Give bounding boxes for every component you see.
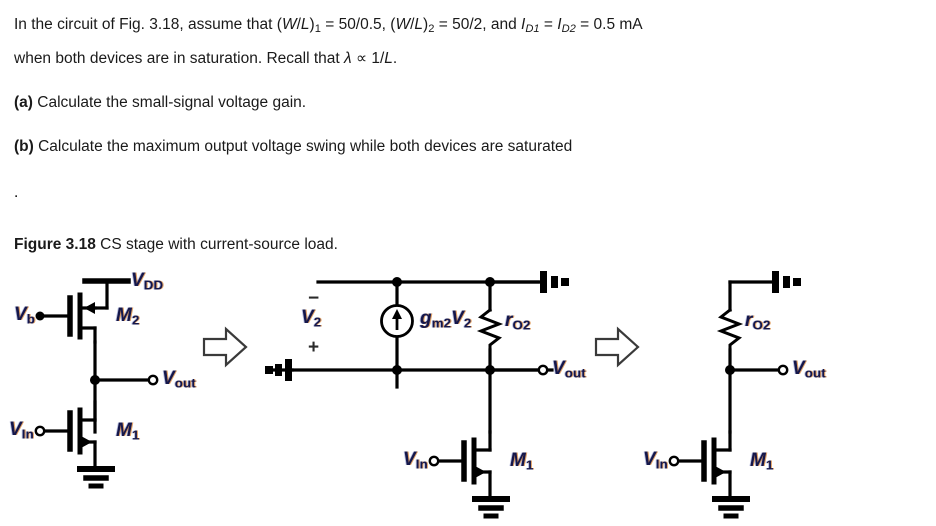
ro2-resistor-zigzag-c3: [716, 307, 744, 352]
label-ro2-c2: rO2: [505, 310, 531, 333]
m1-source-arrow: [81, 436, 92, 448]
label-m1-c2: M1: [510, 450, 534, 473]
label-m1-c3: M1: [750, 450, 774, 473]
w-over-l-2-slash: /: [410, 16, 415, 33]
top-node-dot-right: [485, 277, 495, 287]
lambda-symbol: λ: [344, 50, 352, 67]
label-vin-c2: VIn: [403, 449, 428, 472]
part-a-label: (a): [14, 94, 33, 111]
problem-line1-equals: =: [539, 16, 558, 33]
current-id1-symbol: I: [521, 16, 526, 33]
v2-plus-sign: +: [308, 337, 320, 358]
circuit-3-svg: [668, 271, 801, 519]
label-vin-c1: VIn: [9, 419, 34, 442]
w-over-l-1-subscript: 1: [314, 23, 321, 36]
bottom-node-dot-left: [392, 365, 402, 375]
output-node-dot-c3: [725, 365, 735, 375]
transform-arrow-2: [594, 326, 640, 368]
vb-terminal-dot: [35, 311, 45, 321]
right-arrow-icon-2: [594, 326, 640, 368]
vout-terminal-open-c3: [777, 364, 789, 376]
output-node-dot: [90, 375, 100, 385]
label-vb: Vb: [14, 304, 36, 327]
problem-line-2: when both devices are in saturation. Rec…: [14, 42, 924, 76]
vin-terminal-open-c2: [428, 455, 440, 467]
w-over-l-2-w: W: [395, 16, 411, 33]
bottom-node-dot-right: [485, 365, 495, 375]
vout-terminal-open-c2: [537, 364, 549, 376]
current-id1-subscript: D1: [525, 23, 540, 36]
problem-line1-part-a: In the circuit of Fig. 3.18, assume that…: [14, 16, 282, 33]
part-b-label: (b): [14, 138, 34, 155]
figure-caption-text: CS stage with current-source load.: [95, 236, 338, 253]
circuit-1-svg: [34, 278, 159, 489]
circuit-simplified-model: rO2 Vout VIn M1: [632, 262, 936, 521]
w-over-l-2-l: L: [414, 16, 424, 33]
m2-source-arrow: [84, 302, 95, 314]
w-over-l-1-slash: /: [296, 16, 301, 33]
stray-period-line: .: [14, 184, 19, 201]
w-over-l-1-w: W: [281, 16, 297, 33]
vin-terminal-open-c3: [668, 455, 680, 467]
transform-arrow-1: [202, 326, 248, 368]
w-over-l-1-paren: ): [309, 16, 315, 33]
label-vout-c3: Vout: [792, 358, 826, 381]
circuit-2-svg: [265, 271, 569, 519]
w-over-l-2-subscript: 2: [428, 23, 435, 36]
figure-3-18: VDD Vb M2 Vout VIn M1: [0, 262, 936, 521]
label-gm2v2: gm2V2: [420, 308, 472, 331]
label-v2: V2: [301, 307, 322, 330]
label-m1-c1: M1: [116, 420, 140, 443]
problem-line1-value: = 0.5 mA: [575, 16, 643, 33]
current-source-arrow: [392, 309, 402, 319]
figure-number: Figure 3.18: [14, 236, 96, 253]
circuit-cs-stage-with-current-source-load: VDD Vb M2 Vout VIn M1: [0, 262, 200, 521]
label-ro2-c3: rO2: [745, 310, 771, 333]
vout-terminal-open: [147, 374, 159, 386]
part-b-text: Calculate the maximum output voltage swi…: [33, 138, 573, 155]
ac-ground-icon-left: [265, 359, 292, 381]
length-symbol: L: [384, 50, 393, 67]
m1-source-arrow-c3: [715, 466, 726, 478]
top-node-dot-left: [392, 277, 402, 287]
m1-source-arrow-c2: [475, 466, 486, 478]
vin-terminal-open: [34, 425, 46, 437]
current-id2-subscript: D2: [561, 23, 576, 36]
label-vout-c2: Vout: [552, 358, 586, 381]
figure-caption: Figure 3.18 CS stage with current-source…: [14, 236, 338, 254]
part-a-text: Calculate the small-signal voltage gain.: [32, 94, 307, 111]
problem-line1-part-e: = 50/2, and: [434, 16, 522, 33]
w-over-l-2-paren: ): [423, 16, 429, 33]
current-id2-symbol: I: [557, 16, 562, 33]
problem-line2-period: .: [392, 50, 398, 67]
problem-line2-part-a: when both devices are in saturation. Rec…: [14, 50, 344, 67]
problem-line2-part-b: ∝ 1/: [351, 50, 385, 67]
ac-ground-icon-top: [540, 271, 569, 293]
problem-part-b: (b) Calculate the maximum output voltage…: [14, 130, 924, 164]
circuit-small-signal-model: − V2 + gm2V2 rO2 Vout VIn M1: [252, 262, 602, 521]
label-vin-c3: VIn: [643, 449, 668, 472]
label-m2: M2: [116, 305, 140, 328]
v2-minus-sign: −: [308, 288, 320, 309]
right-arrow-icon: [202, 326, 248, 368]
problem-part-a: (a) Calculate the small-signal voltage g…: [14, 86, 924, 120]
ro2-resistor-zigzag: [476, 307, 504, 352]
label-vout-c1: Vout: [162, 368, 196, 391]
ac-ground-icon-c3: [772, 271, 801, 293]
problem-line-1: In the circuit of Fig. 3.18, assume that…: [14, 8, 924, 42]
problem-statement: In the circuit of Fig. 3.18, assume that…: [14, 8, 924, 208]
label-vdd: VDD: [131, 270, 164, 293]
w-over-l-1-l: L: [300, 16, 310, 33]
problem-line1-part-c: = 50/0.5, (: [320, 16, 396, 33]
